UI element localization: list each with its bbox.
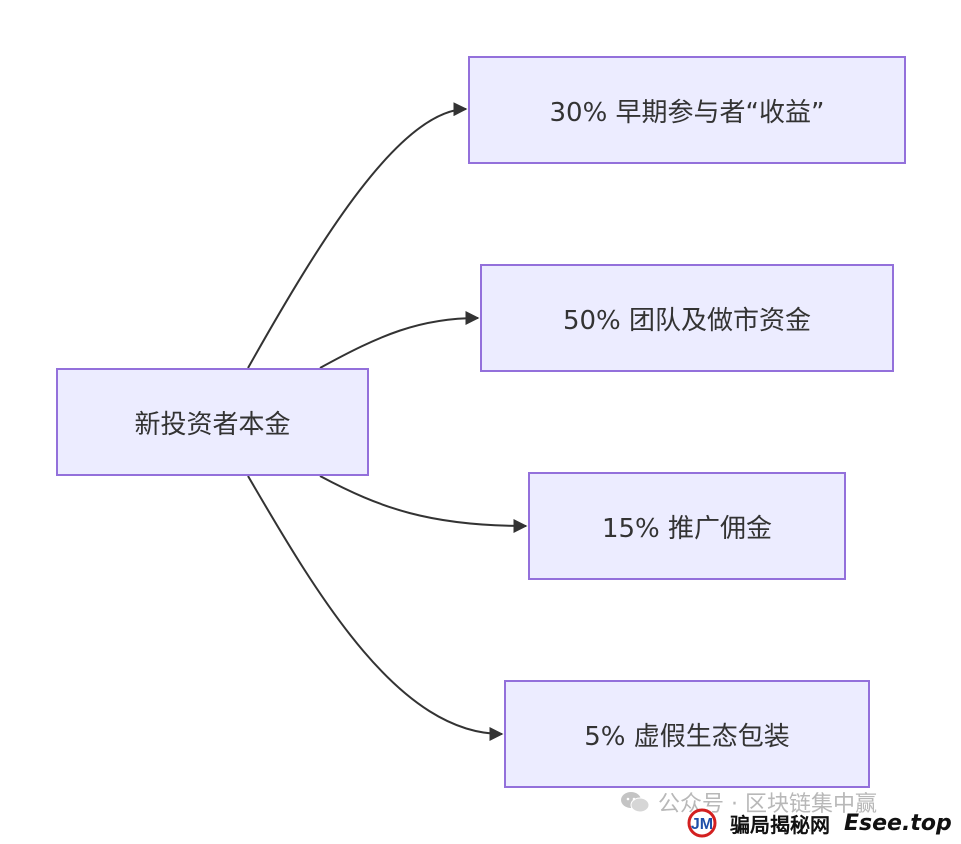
edge-to-target-1 xyxy=(247,102,468,369)
target-node-label: 50% 团队及做市资金 xyxy=(562,305,812,336)
target-node: 50% 团队及做市资金 xyxy=(480,264,894,372)
source-node-label: 新投资者本金 xyxy=(134,409,291,440)
edge-to-target-4 xyxy=(247,475,504,741)
watermark-site: Esee.top xyxy=(844,810,952,836)
target-node: 30% 早期参与者“收益” xyxy=(468,56,906,164)
source-node: 新投资者本金 xyxy=(56,368,369,476)
target-node-label: 5% 虚假生态包装 xyxy=(584,721,790,752)
target-node-label: 15% 推广佣金 xyxy=(601,513,773,544)
target-node-label: 30% 早期参与者“收益” xyxy=(549,97,825,128)
edge-to-target-2 xyxy=(319,311,480,369)
watermark-brand-text: 骗局揭秘网 xyxy=(730,812,830,837)
target-node: 15% 推广佣金 xyxy=(528,472,846,580)
target-node: 5% 虚假生态包装 xyxy=(504,680,870,788)
edge-to-target-3 xyxy=(319,475,528,533)
wechat-icon xyxy=(621,792,650,813)
watermark-brand: JM 骗局揭秘网 Esee.top xyxy=(682,808,952,838)
svg-text:JM: JM xyxy=(691,816,713,833)
jm-logo: JM xyxy=(687,808,717,838)
